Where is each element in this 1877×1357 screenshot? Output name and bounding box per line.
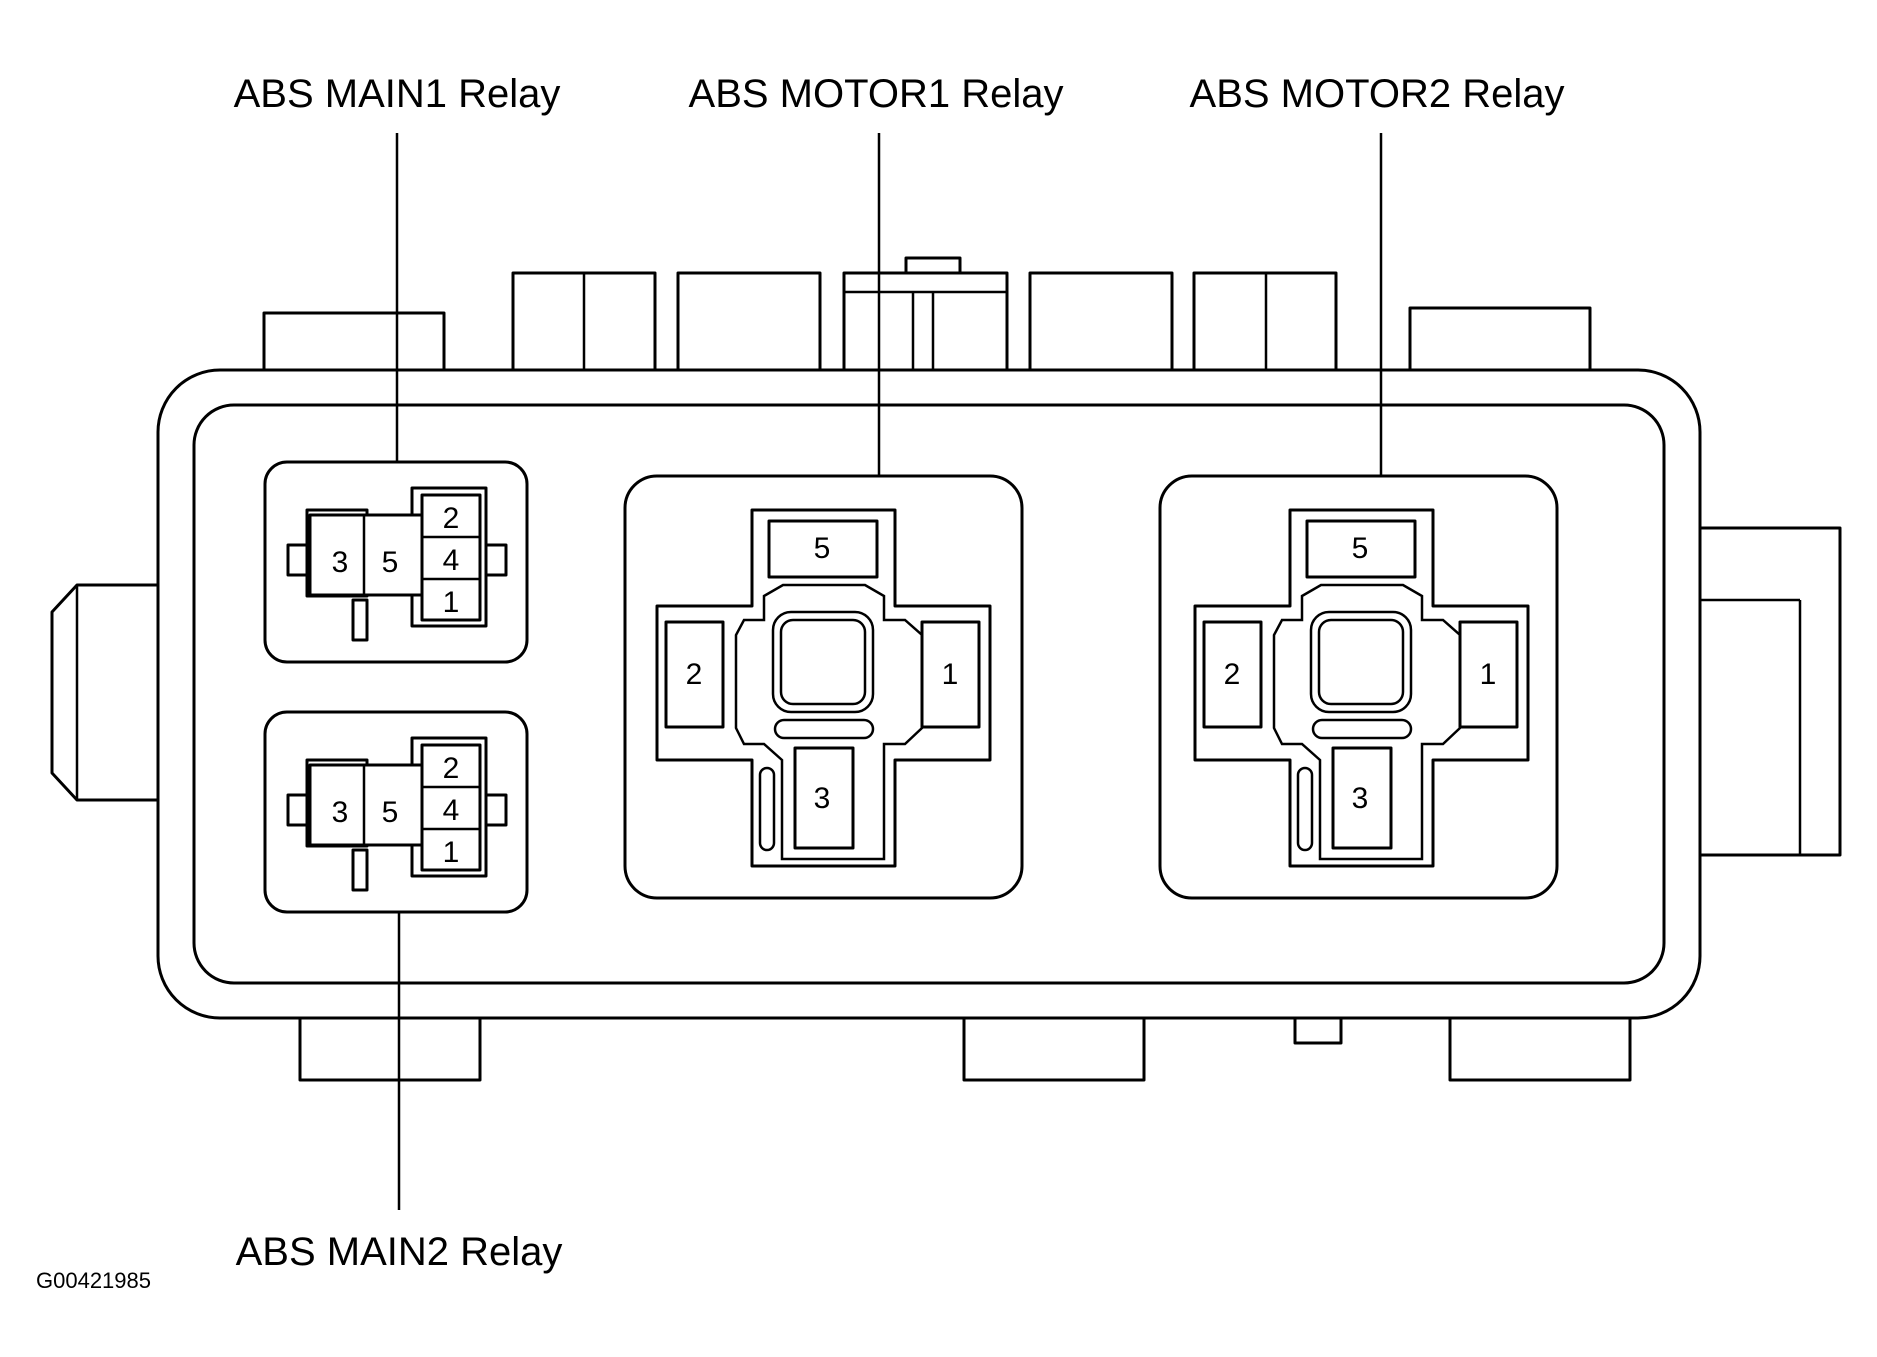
pin-1: 1 [1480, 658, 1497, 691]
pin-3: 3 [332, 546, 349, 579]
left-side-connector [50, 583, 167, 802]
pin-2: 2 [686, 658, 703, 691]
pin-1: 1 [443, 836, 460, 869]
pin-3: 3 [1352, 782, 1369, 815]
label-abs-main1-relay: ABS MAIN1 Relay [234, 72, 561, 116]
pin-5: 5 [1352, 532, 1369, 565]
right-side-connector [1688, 526, 1842, 857]
figure-code: G00421985 [36, 1268, 151, 1293]
pin-2: 2 [443, 502, 460, 535]
label-abs-motor2-relay: ABS MOTOR2 Relay [1190, 72, 1565, 116]
pin-3: 3 [332, 796, 349, 829]
label-abs-main2-relay: ABS MAIN2 Relay [236, 1230, 563, 1274]
pin-2: 2 [1224, 658, 1241, 691]
abs-main2-relay-socket: 3 5 2 4 1 [263, 710, 529, 914]
pin-4: 4 [443, 794, 460, 827]
abs-motor1-relay-socket: 5 2 1 3 [623, 474, 1024, 900]
pin-5: 5 [382, 796, 399, 829]
abs-main1-relay-socket: 3 5 2 4 1 [263, 460, 529, 664]
pin-4: 4 [443, 544, 460, 577]
abs-motor2-relay-socket: 5 2 1 3 [1158, 474, 1559, 900]
pin-2: 2 [443, 752, 460, 785]
leader-lines [395, 133, 1383, 1210]
pin-1: 1 [942, 658, 959, 691]
label-abs-motor1-relay: ABS MOTOR1 Relay [689, 72, 1064, 116]
pin-1: 1 [443, 586, 460, 619]
pin-5: 5 [814, 532, 831, 565]
pin-3: 3 [814, 782, 831, 815]
pin-5: 5 [382, 546, 399, 579]
